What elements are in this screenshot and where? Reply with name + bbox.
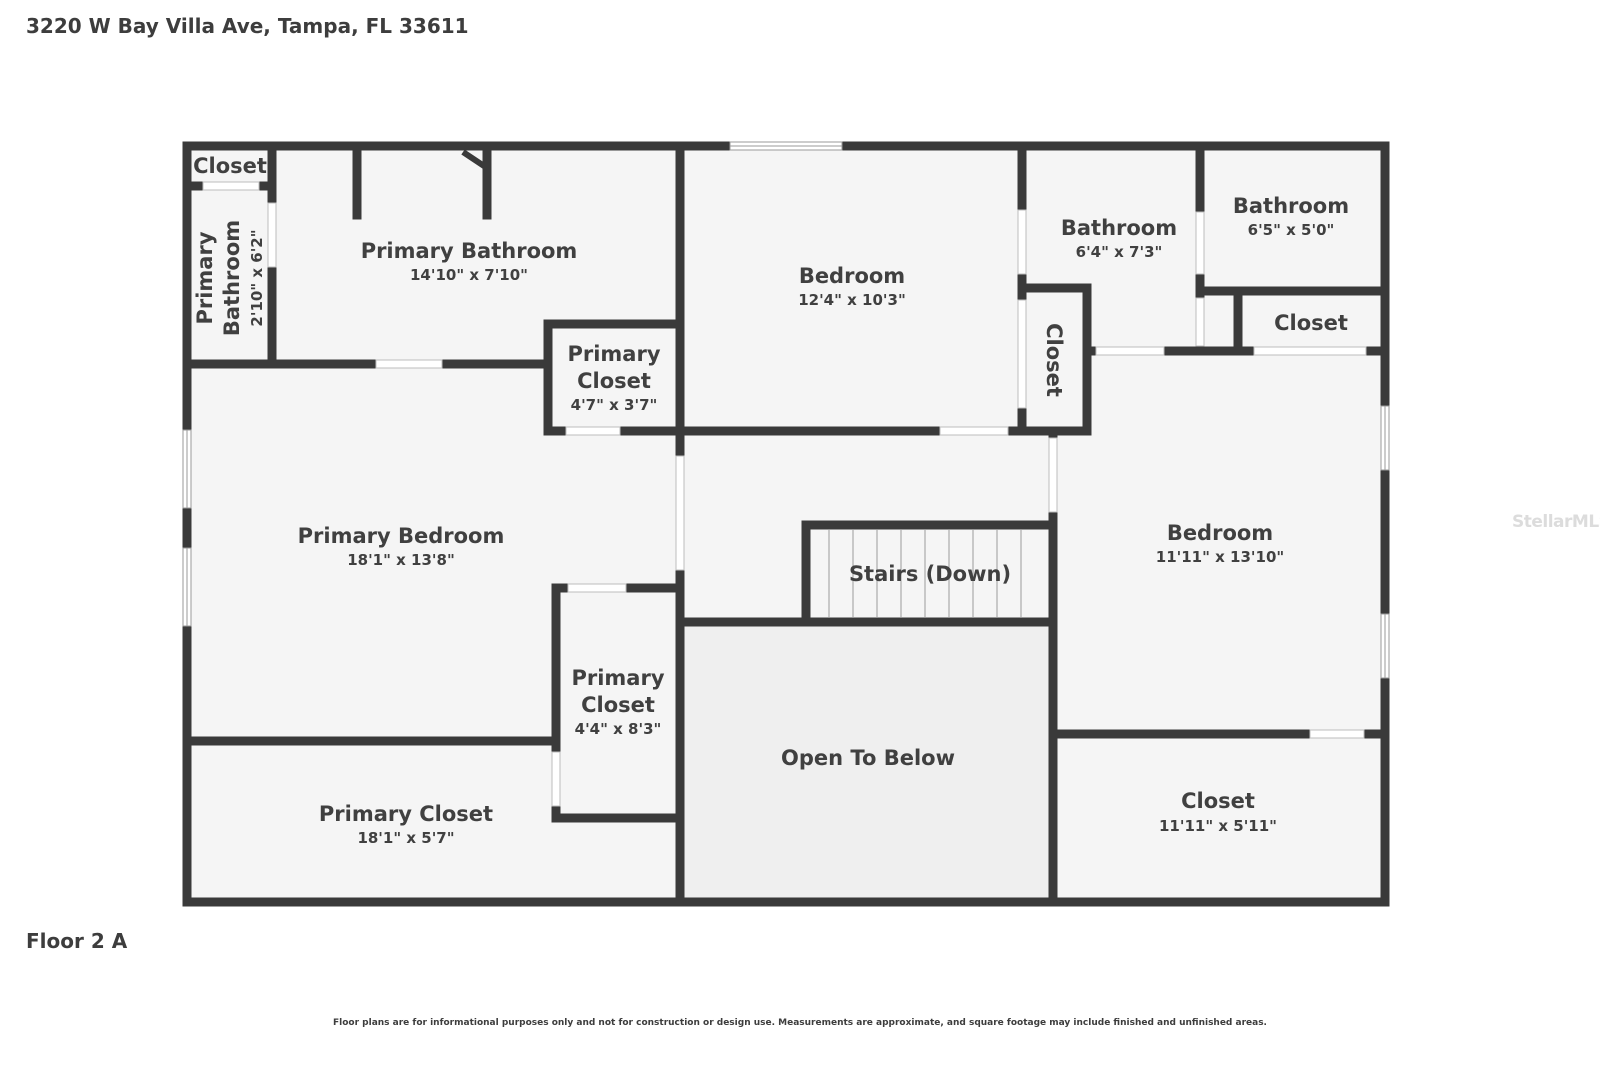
windows [182, 141, 1390, 679]
room-primary-closet-small-dims: 4'7" x 3'7" [571, 396, 658, 414]
room-bedroom-top-dims: 12'4" x 10'3" [798, 291, 906, 309]
disclaimer: Floor plans are for informational purpos… [333, 1018, 1267, 1028]
room-primary-closet-small-name-1: Primary [567, 342, 660, 366]
room-open-to-below-name: Open To Below [781, 746, 955, 770]
watermark: StellarMLS [1512, 512, 1600, 532]
room-bathroom-1-name: Bathroom [1061, 216, 1177, 240]
room-primary-closet-mid-name-2: Closet [581, 693, 655, 717]
room-closet-bottom-right-name: Closet [1181, 789, 1255, 813]
room-primary-closet-small-name-2: Closet [577, 369, 651, 393]
room-primary-bathroom-dims: 14'10" x 7'10" [410, 266, 528, 284]
room-bathroom-2-dims: 6'5" x 5'0" [1248, 221, 1335, 239]
room-primary-closet-mid-name-1: Primary [571, 666, 664, 690]
room-closet-right-name: Closet [1274, 311, 1348, 335]
property-address: 3220 W Bay Villa Ave, Tampa, FL 33611 [26, 14, 469, 38]
room-bedroom-right-dims: 11'11" x 13'10" [1156, 548, 1284, 566]
room-bedroom-top-name: Bedroom [799, 264, 905, 288]
room-primary-closet-bottom-name: Primary Closet [319, 802, 493, 826]
room-primary-bathroom-name: Primary Bathroom [361, 239, 578, 263]
room-primary-bedroom-name: Primary Bedroom [298, 524, 505, 548]
room-primary-closet-bottom-dims: 18'1" x 5'7" [357, 829, 454, 847]
door-swing-icon [461, 149, 489, 171]
room-closet-tl-name: Closet [193, 154, 267, 178]
room-bathroom-1-dims: 6'4" x 7'3" [1076, 243, 1163, 261]
open-to-below-area [684, 626, 1053, 900]
room-closet-vertical-name: Closet [1042, 323, 1066, 397]
door-openings [202, 181, 1367, 807]
floor-label: Floor 2 A [26, 929, 128, 953]
room-primary-bath-small-name-2: Bathroom [220, 220, 244, 336]
room-bedroom-right-name: Bedroom [1167, 521, 1273, 545]
room-primary-bedroom-dims: 18'1" x 13'8" [347, 551, 455, 569]
room-primary-bath-small-dims: 2'10" x 6'2" [248, 229, 266, 326]
room-primary-bath-small-name-1: Primary [193, 231, 217, 324]
room-stairs-name: Stairs (Down) [849, 562, 1011, 586]
stair-treads [828, 530, 1022, 617]
room-closet-bottom-right-dims: 11'11" x 5'11" [1159, 817, 1277, 835]
room-primary-closet-mid-dims: 4'4" x 8'3" [575, 720, 662, 738]
room-bathroom-2-name: Bathroom [1233, 194, 1349, 218]
room-primary-bath-small-label: Primary Bathroom 2'10" x 6'2" [193, 220, 266, 336]
